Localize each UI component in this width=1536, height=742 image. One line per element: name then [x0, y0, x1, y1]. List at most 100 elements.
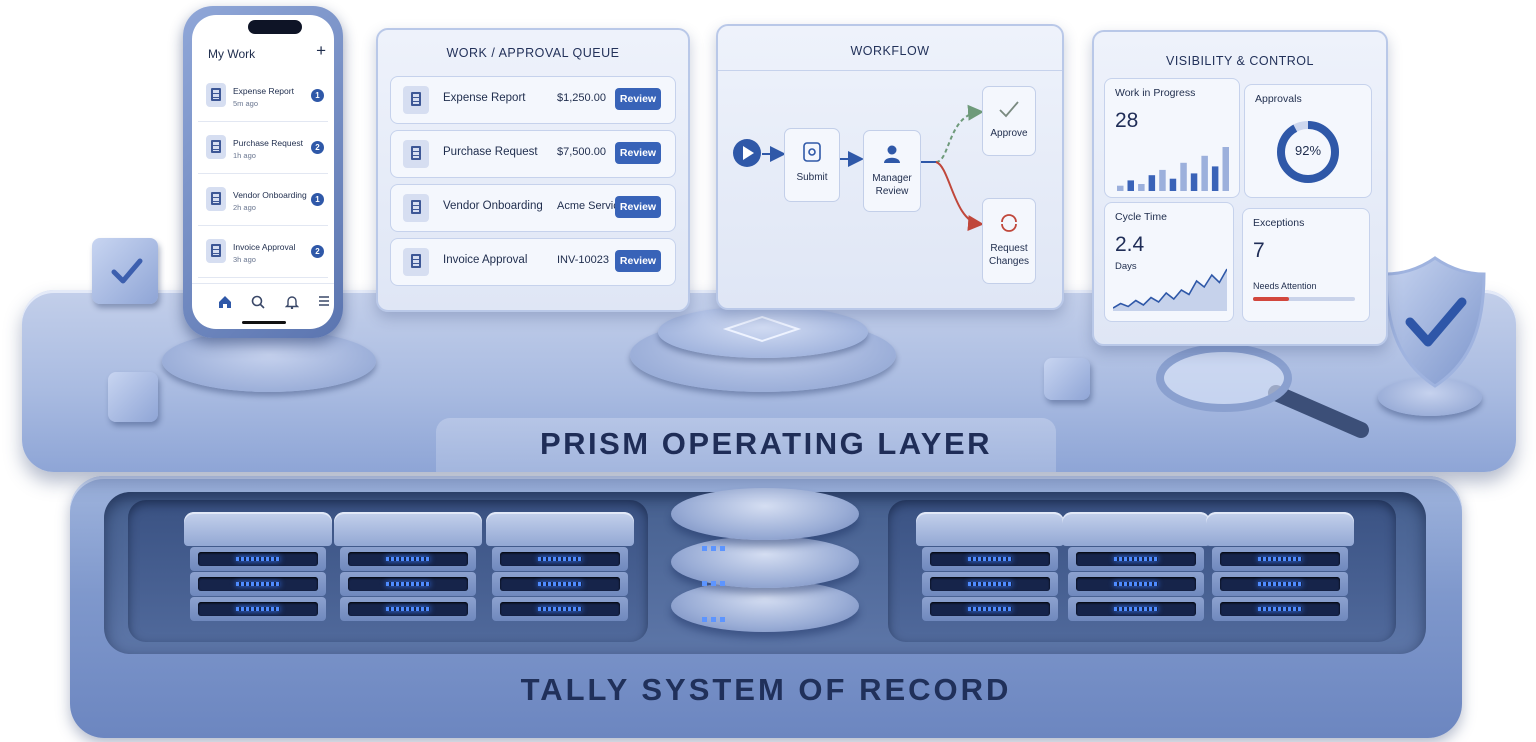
server-unit — [340, 572, 476, 596]
review-button[interactable]: Review — [615, 196, 661, 218]
phone-item-name: Purchase Request — [233, 138, 303, 148]
phone-title: My Work — [208, 47, 256, 61]
checkmark-cube — [92, 238, 158, 304]
plus-icon[interactable]: + — [316, 41, 326, 60]
menu-icon[interactable] — [318, 295, 330, 307]
wip-bar — [1159, 169, 1166, 191]
document-icon — [206, 83, 226, 107]
bell-icon[interactable] — [285, 295, 299, 309]
exceptions-label: Exceptions — [1253, 217, 1305, 229]
workflow-approve-node[interactable]: Approve — [982, 86, 1036, 156]
server-unit — [492, 572, 628, 596]
workflow-request-changes-label-2: Changes — [988, 256, 1030, 267]
server-icon — [1206, 512, 1354, 621]
center-pedestal-top — [658, 306, 868, 358]
server-top — [486, 512, 634, 546]
queue-item-value: INV-10023 — [557, 254, 609, 266]
play-icon[interactable] — [732, 138, 762, 168]
system-of-record-label: TALLY SYSTEM OF RECORD — [520, 672, 1012, 707]
server-unit — [1212, 547, 1348, 571]
workflow-manager-review-node[interactable]: Manager Review — [863, 130, 921, 212]
user-icon — [884, 145, 900, 163]
donut-arc — [1277, 121, 1339, 183]
diamond-icon — [722, 315, 802, 343]
server-led-strip — [1114, 557, 1158, 561]
document-icon — [206, 187, 226, 211]
exceptions-note: Needs Attention — [1253, 281, 1317, 291]
database-led — [702, 617, 726, 622]
phone-item-time: 3h ago — [233, 255, 256, 264]
wip-label: Work in Progress — [1115, 87, 1196, 99]
phone-item-time: 2h ago — [233, 203, 256, 212]
server-led-strip — [236, 582, 280, 586]
wip-bar — [1180, 162, 1187, 191]
phone-notch — [248, 20, 302, 34]
server-unit — [1068, 572, 1204, 596]
magnifier-icon — [1156, 344, 1369, 438]
workflow-approve-label: Approve — [990, 128, 1028, 139]
approval-queue-title: WORK / APPROVAL QUEUE — [446, 46, 620, 60]
cycle-time-area-chart — [1113, 268, 1227, 311]
workflow-request-changes-node[interactable]: Request Changes — [982, 198, 1036, 284]
server-unit — [1068, 547, 1204, 571]
approvals-label: Approvals — [1255, 93, 1302, 105]
count-badge: 2 — [311, 245, 324, 258]
workflow-title: WORKFLOW — [850, 44, 930, 58]
wip-bar — [1222, 147, 1229, 191]
wip-bar — [1138, 184, 1145, 191]
review-button[interactable]: Review — [615, 142, 661, 164]
workflow-manager-review-label: Manager — [872, 173, 912, 184]
server-icon — [1062, 512, 1210, 621]
server-unit — [492, 597, 628, 621]
checkmark-icon — [999, 101, 1019, 118]
database-disk-3 — [671, 580, 859, 632]
cycle-trend-line — [1113, 268, 1227, 309]
document-icon — [403, 86, 429, 114]
refresh-icon — [1001, 214, 1017, 232]
document-icon — [803, 142, 821, 162]
search-icon[interactable] — [251, 295, 265, 309]
queue-item-name: Vendor Onboarding — [443, 200, 543, 212]
wip-bar — [1211, 166, 1219, 191]
wip-bar — [1148, 175, 1156, 191]
exceptions-card: Exceptions 7 Needs Attention — [1242, 208, 1370, 322]
workflow-connectors — [762, 104, 984, 232]
wip-bar — [1190, 173, 1198, 191]
approvals-value: 92% — [1294, 143, 1322, 158]
review-button[interactable]: Review — [615, 88, 661, 110]
workflow-manager-review-label-2: Review — [875, 186, 909, 197]
phone-item-time: 5m ago — [233, 99, 259, 108]
queue-item-value: $7,500.00 — [557, 146, 606, 158]
document-icon — [403, 140, 429, 168]
document-icon — [206, 135, 226, 159]
workflow-divider — [718, 70, 1062, 71]
review-button[interactable]: Review — [615, 250, 661, 272]
tab-bar-divider — [192, 283, 334, 284]
exceptions-progress-fill — [1253, 297, 1289, 301]
server-unit — [1212, 597, 1348, 621]
wip-bar — [1127, 180, 1134, 191]
server-led-strip — [386, 582, 430, 586]
server-unit — [190, 547, 326, 571]
phone-item-time: 1h ago — [233, 151, 256, 160]
server-top — [1206, 512, 1354, 546]
server-unit — [1212, 572, 1348, 596]
operating-layer-label: PRISM OPERATING LAYER — [539, 426, 993, 461]
server-led-strip — [538, 557, 582, 561]
server-led-strip — [386, 607, 430, 611]
document-icon — [403, 248, 429, 276]
server-unit — [492, 547, 628, 571]
server-unit — [922, 572, 1058, 596]
home-icon[interactable] — [218, 295, 232, 309]
checkmark-icon — [111, 258, 143, 284]
workflow-submit-node[interactable]: Submit — [784, 128, 840, 202]
server-led-strip — [538, 582, 582, 586]
